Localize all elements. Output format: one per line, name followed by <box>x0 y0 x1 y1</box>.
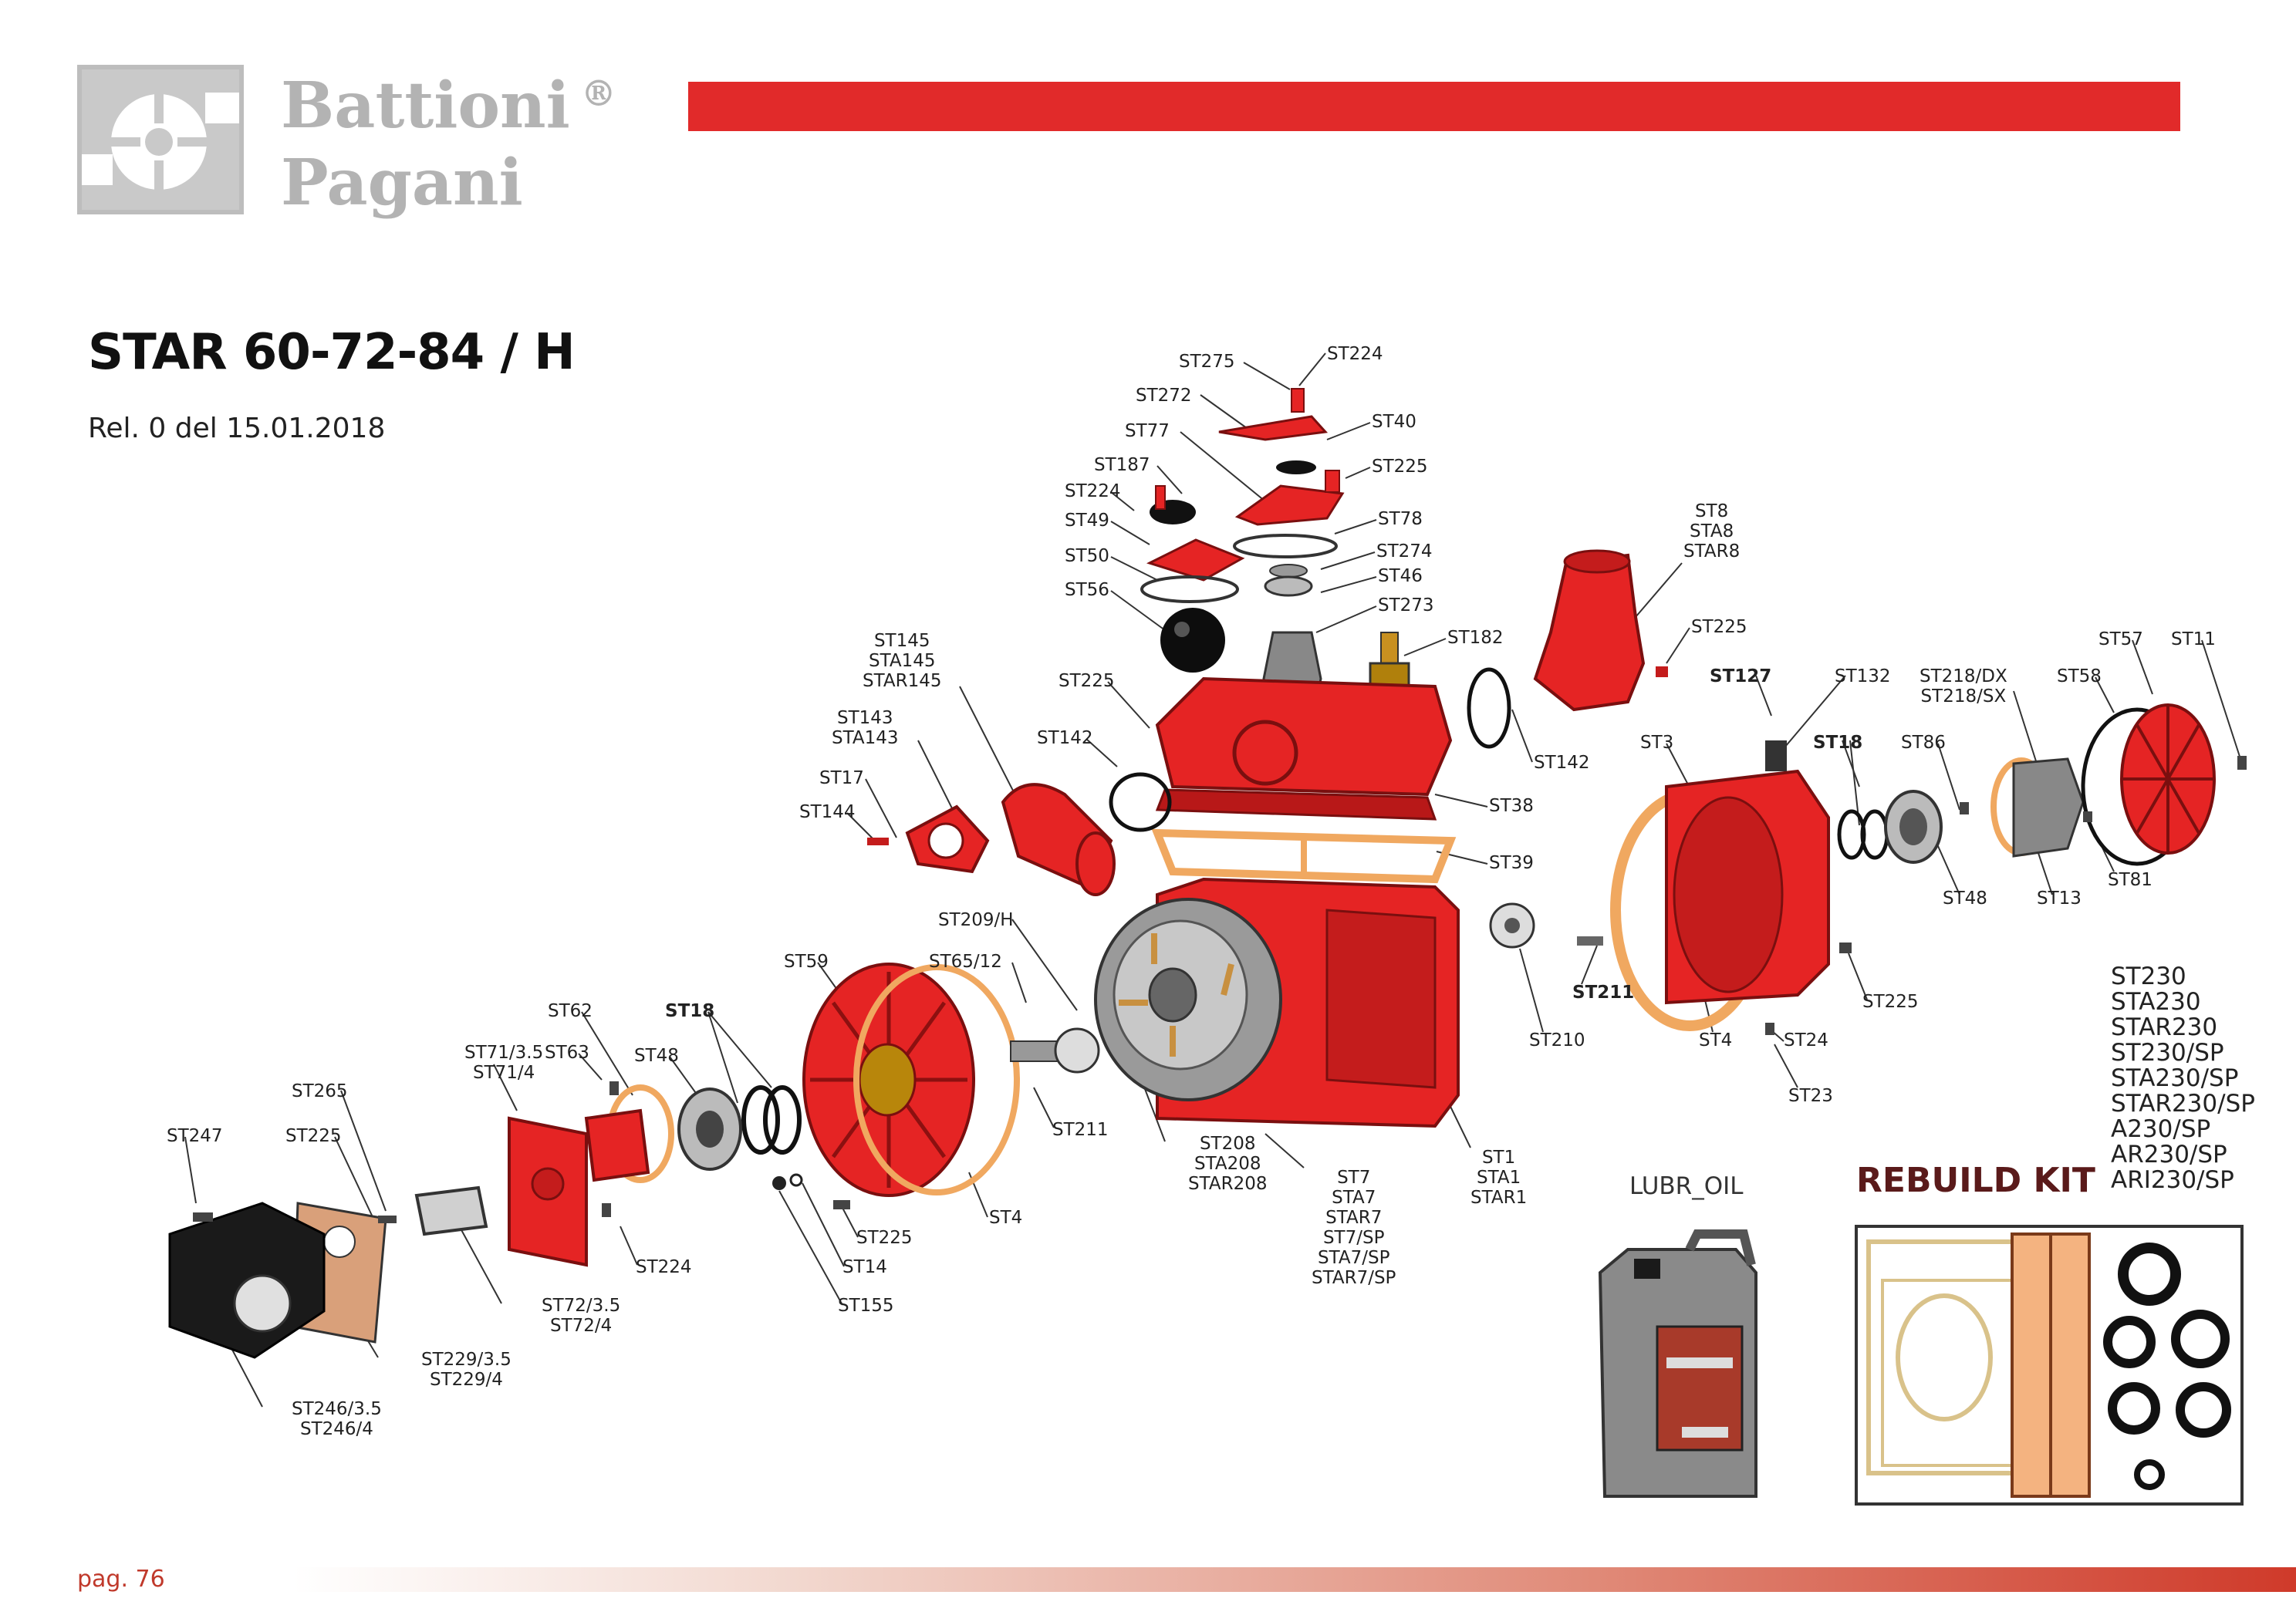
part-label-st40: ST40 <box>1372 412 1416 432</box>
part-label-st48b: ST48 <box>634 1046 679 1066</box>
part-label-st56: ST56 <box>1065 580 1109 600</box>
part-label-st211b: ST211 <box>1052 1120 1109 1140</box>
part-label-st24: ST24 <box>1784 1030 1828 1050</box>
part-label-st62: ST62 <box>548 1001 593 1021</box>
part-label-st7: ST7 STA7 STAR7 ST7/SP STA7/SP STAR7/SP <box>1312 1168 1396 1288</box>
part-label-st225f: ST225 <box>856 1228 913 1248</box>
part-label-st246: ST246/3.5 ST246/4 <box>292 1399 382 1439</box>
part-label-st38: ST38 <box>1489 796 1534 816</box>
release-info: Rel. 0 del 15.01.2018 <box>88 413 386 444</box>
part-label-st225d: ST225 <box>1862 992 1919 1012</box>
part-label-st46: ST46 <box>1378 566 1423 586</box>
part-label-st142b: ST142 <box>1534 753 1590 773</box>
part-label-st224c: ST224 <box>636 1257 692 1277</box>
oil-can-icon <box>1598 1229 1757 1498</box>
part-label-st63: ST63 <box>545 1043 589 1063</box>
part-label-st155: ST155 <box>838 1296 894 1316</box>
part-label-st127: ST127 <box>1710 666 1772 686</box>
part-label-st182: ST182 <box>1447 628 1504 648</box>
part-label-st18b: ST18 <box>665 1001 715 1021</box>
part-label-st144: ST144 <box>799 802 856 822</box>
brand-logo <box>77 65 244 214</box>
part-label-st14: ST14 <box>842 1257 887 1277</box>
part-label-st58: ST58 <box>2057 666 2102 686</box>
rebuild-kit-title: REBUILD KIT <box>1856 1161 2095 1200</box>
part-label-st23: ST23 <box>1788 1086 1833 1106</box>
part-label-st273: ST273 <box>1378 595 1434 615</box>
part-label-st81: ST81 <box>2108 870 2152 890</box>
part-label-st225e: ST225 <box>285 1126 342 1146</box>
brand-name-line1: Battioni® <box>281 74 616 137</box>
part-label-st3: ST3 <box>1640 733 1674 753</box>
part-label-st13: ST13 <box>2037 889 2082 909</box>
part-label-st247: ST247 <box>167 1126 223 1146</box>
part-label-st265: ST265 <box>292 1081 348 1101</box>
page-title: STAR 60-72-84 / H <box>88 324 576 381</box>
part-label-st208: ST208 STA208 STAR208 <box>1188 1134 1268 1194</box>
part-label-st225b: ST225 <box>1691 617 1747 637</box>
part-label-st229: ST229/3.5 ST229/4 <box>421 1350 512 1390</box>
brand-name-line2: Pagani <box>281 146 523 220</box>
page-number: pag. 76 <box>77 1566 165 1593</box>
part-label-st143: ST143 STA143 <box>832 708 899 748</box>
part-label-st72: ST72/3.5 ST72/4 <box>542 1296 621 1336</box>
lubricant-label: LUBR_OIL <box>1629 1172 1744 1200</box>
part-label-st39: ST39 <box>1489 853 1534 873</box>
part-label-st77: ST77 <box>1125 421 1170 441</box>
part-label-st210: ST210 <box>1529 1030 1585 1050</box>
models-list: ST230 STA230 STAR230 ST230/SP STA230/SP … <box>2111 963 2255 1194</box>
part-label-st225a: ST225 <box>1372 457 1428 477</box>
part-label-st211a: ST211 <box>1572 983 1635 1003</box>
part-label-st49: ST49 <box>1065 511 1109 531</box>
part-label-st274: ST274 <box>1376 541 1433 561</box>
part-label-st209: ST209/H <box>938 910 1014 930</box>
part-label-st713: ST71/3.5 ST71/4 <box>464 1043 544 1083</box>
logo-emblem-icon <box>82 69 239 210</box>
part-label-st59: ST59 <box>784 952 829 972</box>
part-label-st224b: ST224 <box>1065 481 1121 501</box>
part-label-st224a: ST224 <box>1327 344 1383 364</box>
part-label-st1: ST1 STA1 STAR1 <box>1470 1148 1528 1208</box>
part-label-st225c: ST225 <box>1059 671 1115 691</box>
brand-name-word: Battioni <box>281 69 570 143</box>
part-label-st187: ST187 <box>1094 455 1150 475</box>
part-label-st275: ST275 <box>1179 352 1235 372</box>
rebuild-kit-illustration <box>1855 1225 2244 1506</box>
registered-mark: ® <box>580 73 616 114</box>
part-label-st272: ST272 <box>1136 386 1192 406</box>
part-label-st57: ST57 <box>2098 629 2143 649</box>
part-label-st4b: ST4 <box>989 1208 1023 1228</box>
part-label-st6512: ST65/12 <box>929 952 1002 972</box>
part-label-st11: ST11 <box>2171 629 2216 649</box>
part-label-st48a: ST48 <box>1943 889 1987 909</box>
part-label-st132: ST132 <box>1835 666 1891 686</box>
part-label-st218: ST218/DX ST218/SX <box>1920 666 2007 706</box>
part-label-st142a: ST142 <box>1037 728 1093 748</box>
part-label-st78: ST78 <box>1378 509 1423 529</box>
part-label-st50: ST50 <box>1065 546 1109 566</box>
footer-gradient-bar <box>293 1567 2296 1592</box>
header-red-bar <box>688 82 2180 131</box>
part-label-st17: ST17 <box>819 768 864 788</box>
part-label-st4a: ST4 <box>1699 1030 1733 1050</box>
part-label-st145: ST145 STA145 STAR145 <box>863 631 942 691</box>
part-label-st18a: ST18 <box>1813 733 1863 753</box>
part-label-st8: ST8 STA8 STAR8 <box>1683 501 1741 561</box>
part-label-st86: ST86 <box>1901 733 1946 753</box>
